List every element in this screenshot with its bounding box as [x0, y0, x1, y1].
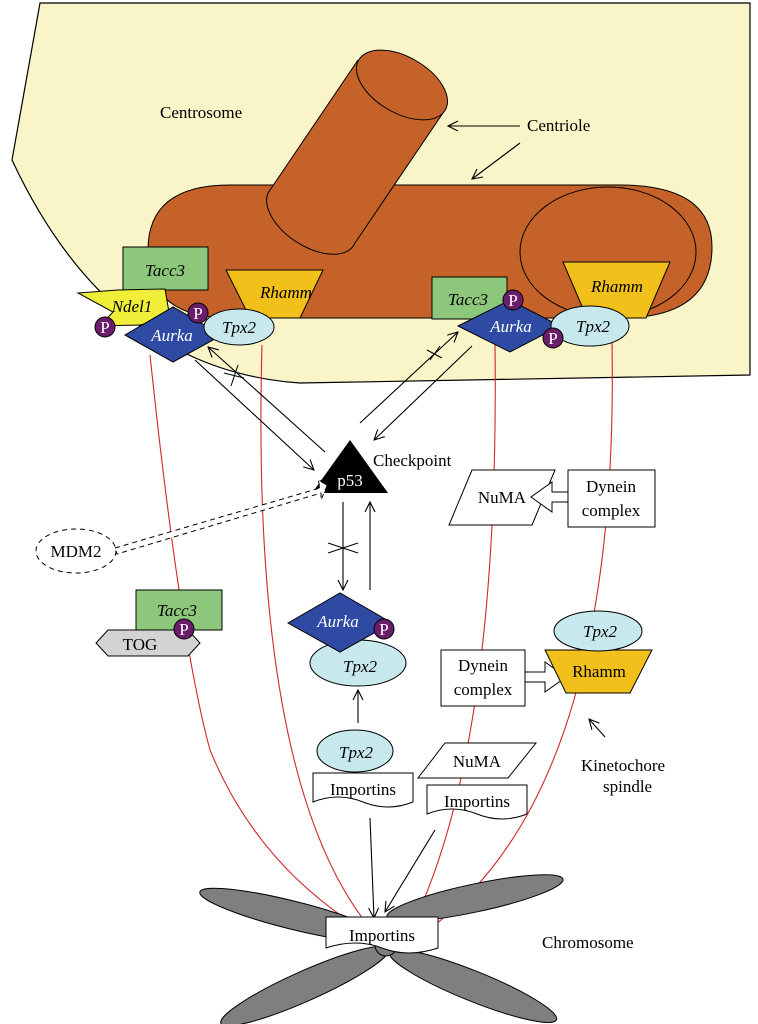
- dynein-rhamm-lower: Dynein complex Rhamm Tpx2: [440, 610, 653, 707]
- tpx2-label: Tpx2: [576, 317, 611, 336]
- dynein-label: complex: [454, 680, 513, 699]
- importins-label: Importins: [444, 792, 510, 811]
- centriole-label: Centriole: [527, 116, 590, 135]
- inhibition-cross: [426, 345, 443, 361]
- phospho-label: P: [379, 620, 388, 639]
- dynein-box: [567, 469, 656, 528]
- tpx2-importins-complex: Tpx2 Importins: [312, 729, 414, 808]
- centrosome-label: Centrosome: [160, 103, 242, 122]
- tog-label: TOG: [123, 635, 158, 654]
- phospho-label: P: [100, 318, 109, 337]
- ndel1-label: Ndel1: [111, 297, 153, 316]
- arrow-aurka-to-p53-right: [374, 345, 473, 440]
- tpx2-shape: [553, 610, 643, 652]
- rhamm-label: Rhamm: [590, 277, 643, 296]
- arrow-importins-to-chromosome: [370, 817, 374, 918]
- inhibition-cross: [327, 542, 359, 554]
- tpx2-label: Tpx2: [583, 622, 618, 641]
- arrow-numa-importins-to-chromosome: [385, 829, 436, 912]
- chromosome-label: Chromosome: [542, 933, 634, 952]
- arrow-kinetochore: [589, 719, 606, 738]
- checkpoint-label: Checkpoint: [373, 451, 452, 470]
- phospho-marker: [542, 327, 564, 349]
- numa-shape: [448, 469, 556, 526]
- aurka-label: Aurka: [316, 612, 359, 631]
- phospho-label: P: [193, 304, 202, 323]
- left-centrosome-complex: Tacc3 Ndel1 Rhamm Aurka Tpx2 P P: [76, 246, 324, 363]
- dynein-label: complex: [582, 501, 641, 520]
- rhamm-shape: [225, 269, 324, 319]
- dynein-to-numa-arrow: [530, 481, 569, 513]
- mdm2-label: MDM2: [50, 542, 101, 561]
- dynein-box: [440, 649, 526, 707]
- tpx2-shape: [203, 308, 275, 346]
- tacc3-box: [122, 246, 209, 291]
- numa-shape: [416, 742, 538, 779]
- arrow-p53-to-aurka: [208, 347, 326, 453]
- dynein-label: Dynein: [458, 656, 509, 675]
- importins-shape: [312, 772, 414, 808]
- phospho-marker: [187, 302, 209, 324]
- tpx2-shape: [316, 729, 394, 773]
- dynein-to-rhamm-arrow: [524, 661, 567, 693]
- importins-shape: [426, 784, 528, 820]
- kinetochore-label: Kinetochore: [581, 756, 665, 775]
- mdm2-p53-inhibition-arrow: [114, 477, 328, 555]
- tacc3-label: Tacc3: [448, 290, 488, 309]
- arrow-p53-to-aurka-right: [359, 332, 458, 424]
- phospho-label: P: [179, 620, 188, 639]
- inhibition-cross: [223, 364, 245, 387]
- right-centrosome-complex: Tacc3 Rhamm Aurka Tpx2 P P: [431, 261, 671, 353]
- tacc3-label: Tacc3: [157, 601, 197, 620]
- arrow-aurka-to-p53: [194, 359, 314, 470]
- tpx2-shape: [550, 305, 630, 347]
- aurka-label: Aurka: [150, 326, 193, 345]
- phospho-label: P: [548, 329, 557, 348]
- phospho-marker: [373, 618, 395, 640]
- phospho-label: P: [508, 291, 517, 310]
- tog-shape: [95, 629, 201, 657]
- dynein-label: Dynein: [586, 477, 637, 496]
- tpx2-label: Tpx2: [222, 318, 257, 337]
- numa-label: NuMA: [478, 488, 527, 507]
- centriole-diagonal: [266, 49, 449, 255]
- numa-label: NuMA: [453, 752, 502, 771]
- numa-importins-complex: NuMA Importins: [416, 742, 538, 820]
- aurka-label: Aurka: [489, 317, 532, 336]
- p53-label: p53: [337, 471, 363, 490]
- tacc3-label: Tacc3: [145, 261, 185, 280]
- centriole-arrow-2: [472, 142, 521, 179]
- phospho-marker: [173, 618, 195, 640]
- tpx2-label: Tpx2: [343, 657, 378, 676]
- rhamm-shape: [562, 261, 671, 319]
- center-aurka-tpx2-complex: Tpx2 Aurka P: [286, 592, 407, 687]
- importins-shape: [325, 916, 439, 954]
- importins-label: Importins: [349, 926, 415, 945]
- rhamm-label: Rhamm: [572, 662, 626, 681]
- tacc3-tog-complex: Tacc3 TOG P: [95, 589, 223, 657]
- importins-label: Importins: [330, 780, 396, 799]
- tpx2-label: Tpx2: [339, 743, 374, 762]
- rhamm-shape: [544, 649, 653, 694]
- phospho-marker: [94, 316, 116, 338]
- numa-dynein-upper: NuMA Dynein complex: [448, 469, 656, 528]
- p53-triangle: [312, 440, 388, 493]
- kinetochore-label: spindle: [603, 777, 652, 796]
- phospho-marker: [502, 289, 524, 311]
- rhamm-label: Rhamm: [259, 283, 312, 302]
